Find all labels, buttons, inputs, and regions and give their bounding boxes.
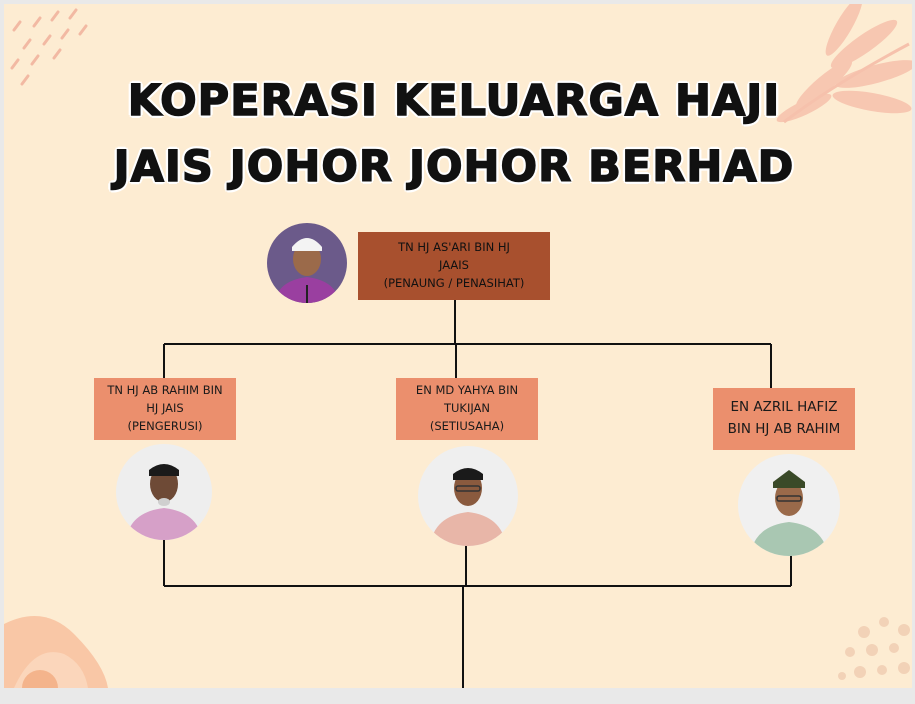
member-3-name-line-1: EN AZRIL HAFIZ (730, 399, 838, 416)
member-1-portrait-icon (116, 444, 212, 540)
member-box-2: EN MD YAHYA BIN TUKIJAN (SETIUSAHA) (396, 378, 538, 440)
title-line-2: JAIS JOHOR JOHOR BERHAD (113, 141, 795, 193)
advisor-portrait-icon (267, 223, 347, 303)
member-3-name-line-2: BIN HJ AB RAHIM (727, 421, 841, 437)
member-1-name-line-1: TN HJ AB RAHIM BIN (107, 383, 223, 398)
member-2-photo (418, 446, 518, 546)
top-right-leaf-decoration (776, 4, 912, 123)
advisor-photo (267, 223, 347, 303)
top-left-dash-decoration (10, 8, 88, 86)
org-chart-canvas: KOPERASI KELUARGA HAJI JAIS JOHOR JOHOR … (4, 4, 912, 688)
member-3-portrait-icon (738, 454, 840, 556)
member-box-1: TN HJ AB RAHIM BIN HJ JAIS (PENGERUSI) (94, 378, 236, 440)
member-2-name-line-2: TUKIJAN (443, 401, 491, 416)
org-connectors (163, 300, 792, 688)
member-box-3: EN AZRIL HAFIZ BIN HJ AB RAHIM (713, 388, 855, 450)
advisor-name-line-2: JAAIS (439, 258, 469, 273)
advisor-box: TN HJ AS'ARI BIN HJ JAAIS (PENAUNG / PEN… (358, 232, 550, 300)
advisor-role: (PENAUNG / PENASIHAT) (383, 275, 525, 290)
member-1-role: (PENGERUSI) (127, 418, 203, 433)
member-2-role: (SETIUSAHA) (429, 418, 505, 433)
member-2-name-line-1: EN MD YAHYA BIN (415, 383, 519, 398)
advisor-name-line-1: TN HJ AS'ARI BIN HJ (398, 240, 510, 255)
member-2-portrait-icon (418, 446, 518, 546)
member-1-photo (116, 444, 212, 540)
title-line-1: KOPERASI KELUARGA HAJI (127, 75, 781, 127)
bottom-right-dot-decoration (838, 617, 910, 680)
member-3-photo (738, 454, 840, 556)
background-decorations (4, 4, 912, 688)
member-1-name-line-2: HJ JAIS (146, 401, 184, 416)
bottom-left-flower-decoration (4, 616, 108, 688)
